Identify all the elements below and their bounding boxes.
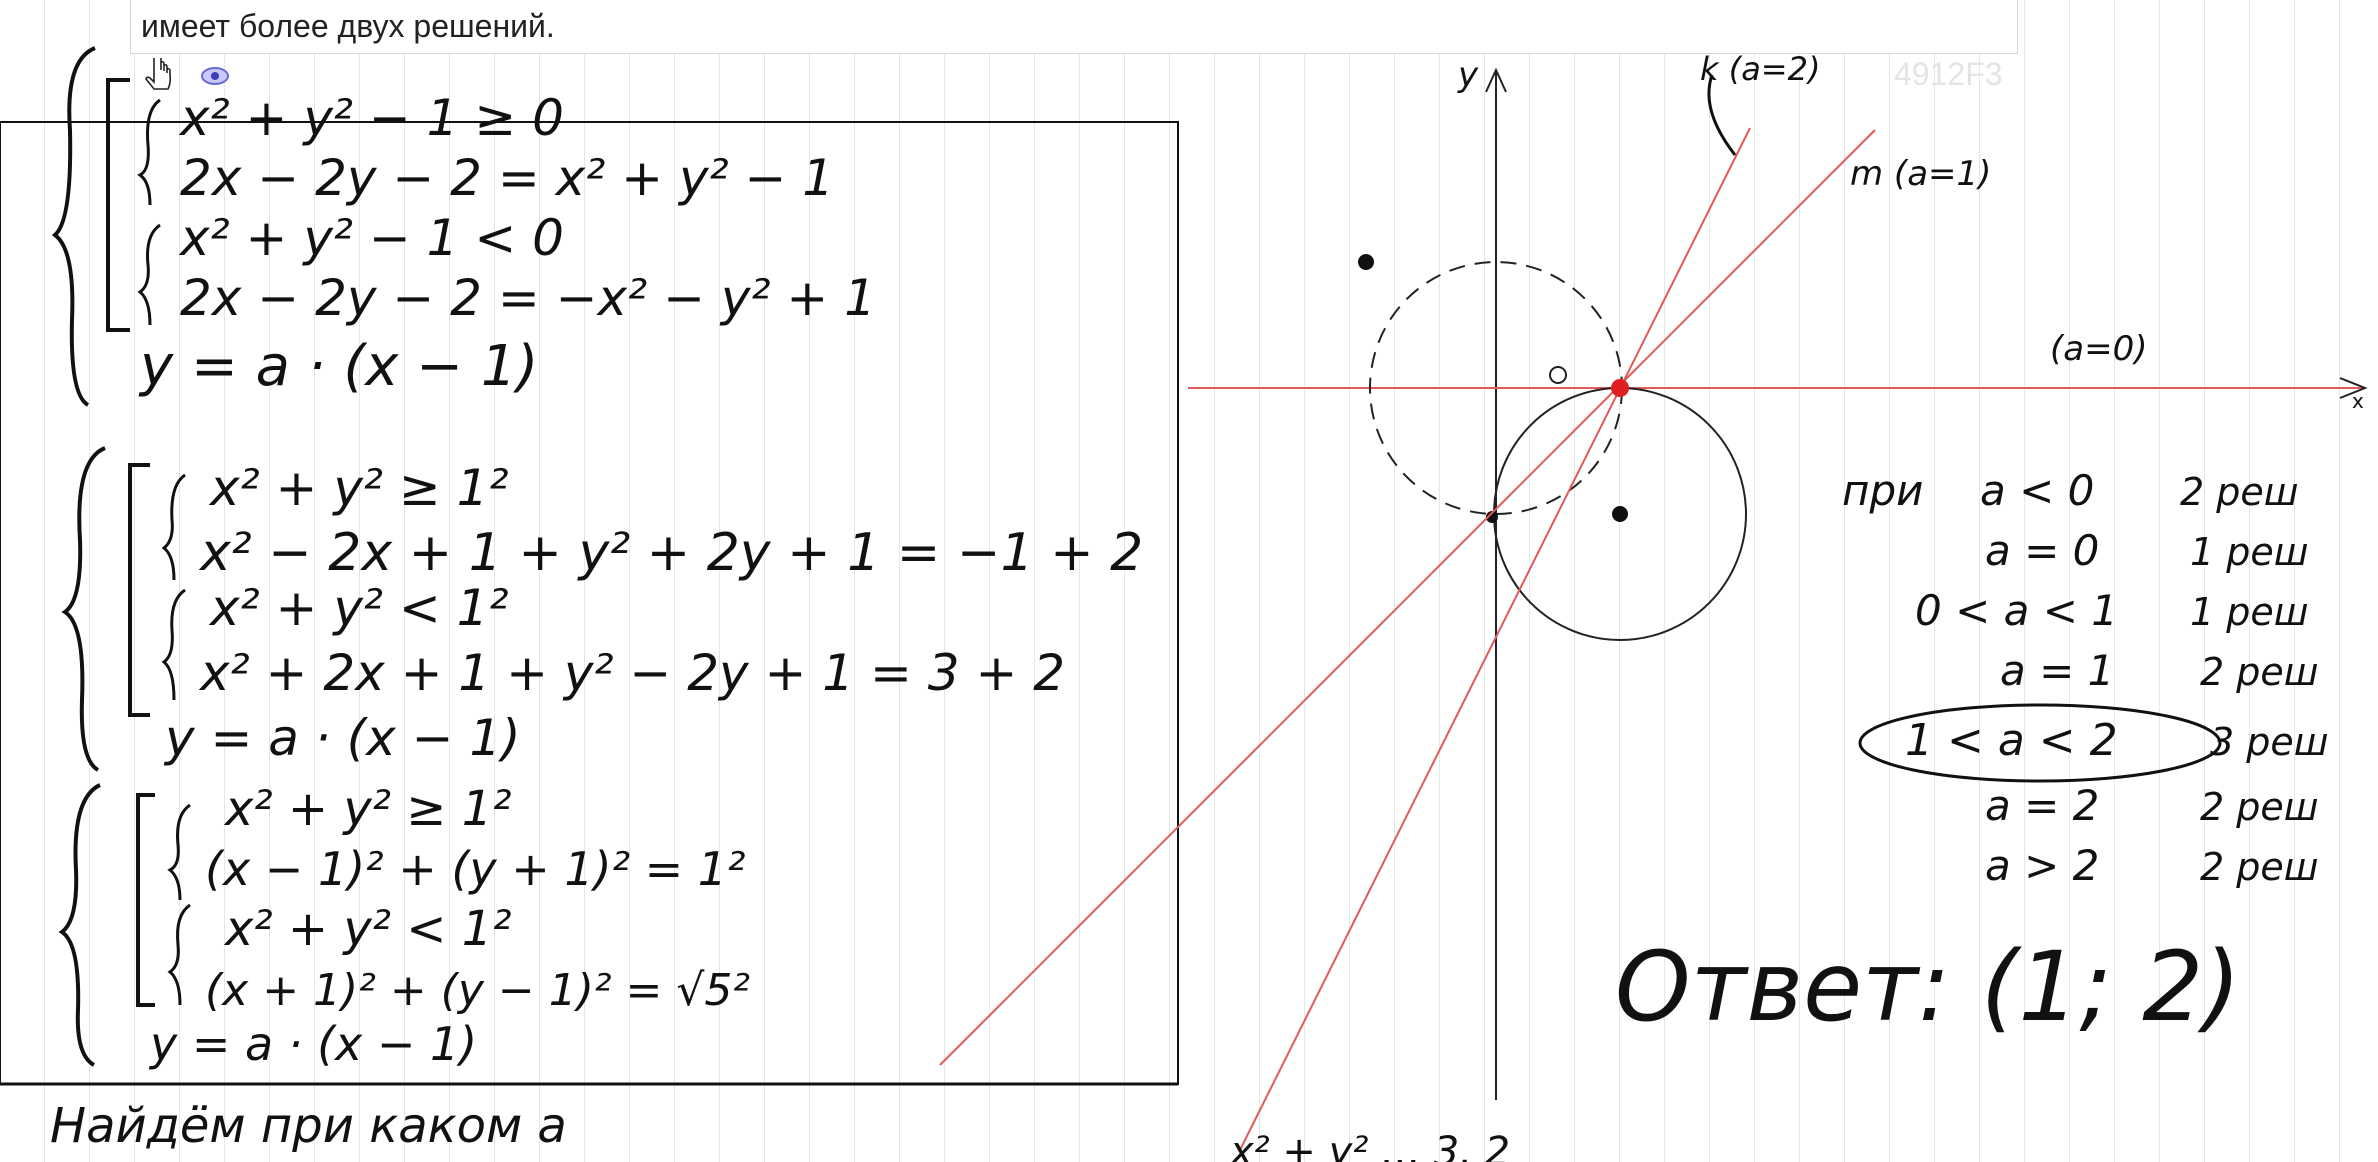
system1-outer-brace bbox=[51, 46, 96, 407]
system2-eq3: x² + y² < 1² bbox=[208, 579, 509, 637]
system1-eq4: 2x − 2y − 2 = −x² − y² + 1 bbox=[180, 269, 876, 327]
system3-outer-brace bbox=[58, 783, 101, 1067]
table-row-6-result: 2 реш bbox=[2200, 785, 2319, 829]
system2-brace-b bbox=[161, 588, 186, 701]
table-row-5-cond: 1 < a < 2 bbox=[1905, 715, 2118, 766]
table-row-7-cond: a > 2 bbox=[1985, 841, 2099, 890]
tangent-point bbox=[1486, 511, 1498, 523]
table-prefix: при bbox=[1842, 466, 1923, 515]
table-row-4-result: 2 реш bbox=[2200, 650, 2319, 694]
table-row-6-cond: a = 2 bbox=[1985, 781, 2099, 830]
line-k-pointer bbox=[1707, 74, 1737, 156]
x-axis-arrow bbox=[2339, 377, 2368, 399]
table-row-4-cond: a = 1 bbox=[2000, 646, 2114, 695]
system1-bracket bbox=[106, 78, 130, 332]
y-axis-label: y bbox=[1457, 55, 1479, 95]
table-row-7-result: 2 реш bbox=[2200, 845, 2319, 889]
system2-outer-brace bbox=[61, 446, 106, 772]
system3-eq2: (x − 1)² + (y + 1)² = 1² bbox=[205, 842, 746, 896]
table-row-2-cond: a = 0 bbox=[1985, 526, 2099, 575]
x-axis-label: x bbox=[2352, 389, 2364, 413]
circle-center-point-a bbox=[1358, 254, 1374, 270]
line-k-label: k (a=2) bbox=[1700, 50, 1820, 88]
circle-center-point-b bbox=[1612, 506, 1628, 522]
highlight-ellipse bbox=[1858, 703, 2222, 783]
line-m bbox=[939, 129, 1876, 1066]
system2-brace-a bbox=[161, 473, 186, 581]
system2-eq4: x² + 2x + 1 + y² − 2y + 1 = 3 + 2 bbox=[198, 644, 1065, 702]
task-text: имеет более двух решений. bbox=[141, 8, 555, 44]
line-k bbox=[1239, 127, 1751, 1151]
system3-eq1: x² + y² ≥ 1² bbox=[223, 781, 512, 837]
table-row-5-result: 3 реш bbox=[2210, 720, 2329, 764]
system3-eq4: (x + 1)² + (y − 1)² = √5² bbox=[205, 965, 750, 1016]
table-row-3-cond: 0 < a < 1 bbox=[1915, 586, 2118, 635]
system1-eq2: 2x − 2y − 2 = x² + y² − 1 bbox=[180, 149, 834, 207]
system2-bracket bbox=[128, 463, 150, 717]
system1-eq5: y = a · (x − 1) bbox=[138, 334, 538, 399]
system3-brace-a bbox=[167, 803, 191, 901]
bottom-note: Найдём при каком a bbox=[50, 1098, 567, 1154]
task-banner: имеет более двух решений. bbox=[130, 0, 2018, 54]
table-row-3-result: 1 реш bbox=[2190, 590, 2309, 634]
system2-eq5: y = a · (x − 1) bbox=[163, 709, 521, 767]
system2-eq1: x² + y² ≥ 1² bbox=[208, 459, 509, 517]
hollow-point bbox=[1549, 366, 1567, 384]
hand-cursor-icon bbox=[145, 58, 172, 90]
system3-bracket bbox=[136, 793, 155, 1007]
system3-brace-b bbox=[167, 903, 191, 1006]
system1-brace-b bbox=[137, 223, 161, 326]
bottom-cut-formula: x² + y² … 3, 2 bbox=[1228, 1129, 1510, 1162]
eye-icon[interactable] bbox=[200, 64, 230, 88]
table-row-2-result: 1 реш bbox=[2190, 530, 2309, 574]
system1-eq1: x² + y² − 1 ≥ 0 bbox=[178, 89, 564, 147]
table-row-1-cond: a < 0 bbox=[1980, 466, 2094, 515]
line-0-label: (a=0) bbox=[2050, 329, 2147, 369]
line-m-label: m (a=1) bbox=[1850, 154, 1991, 194]
y-axis-arrow bbox=[1485, 67, 1507, 93]
pivot-point bbox=[1611, 379, 1629, 397]
system2-eq2: x² − 2x + 1 + y² + 2y + 1 = −1 + 2 bbox=[198, 523, 1143, 583]
answer-text: Ответ: (1; 2) bbox=[1615, 931, 2241, 1043]
system3-eq3: x² + y² < 1² bbox=[223, 901, 512, 957]
system1-brace-a bbox=[137, 98, 161, 206]
cell-code-watermark: 4912F3 bbox=[1894, 56, 2003, 92]
table-row-1-result: 2 реш bbox=[2180, 470, 2299, 514]
system1-eq3: x² + y² − 1 < 0 bbox=[178, 209, 564, 267]
system3-eq5: y = a · (x − 1) bbox=[148, 1017, 477, 1071]
